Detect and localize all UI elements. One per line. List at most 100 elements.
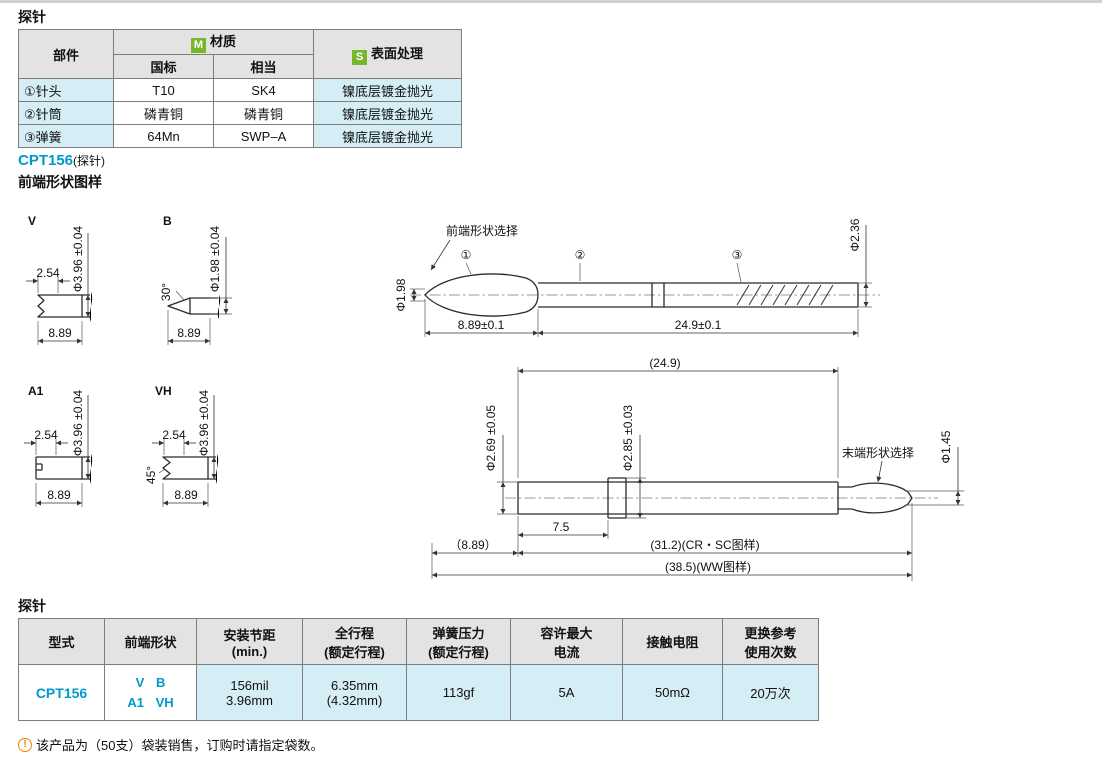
collar-offset-dim: 7.5 (553, 520, 570, 534)
part-equiv-material: SK4 (213, 78, 314, 102)
header-line: 弹簧压力 (432, 625, 485, 641)
tip-vh-label: VH (155, 384, 172, 398)
materials-col-material-label: 材质 (209, 34, 236, 49)
knurl-hatching (736, 284, 834, 306)
callout-2: ② (575, 248, 586, 262)
spec-contact-resistance-value: 50mΩ (622, 664, 723, 721)
tip-a1-dia-dim: Φ3.96 ±0.04 (71, 390, 85, 457)
end-dia-dim: Φ1.45 (939, 430, 953, 463)
spec-pitch-value: 156mil 3.96mm (196, 664, 303, 721)
front-shape-select-label: 前端形状选择 (446, 223, 518, 238)
header-line: 容许最大 (540, 625, 593, 641)
tip-shape-a1-drawing: A1 2.54 Φ3.96 ±0.04 8.89 (24, 384, 93, 507)
probe-tip-outline (424, 273, 539, 317)
spec-table: 型式 前端形状 安装节距(min.) 全行程(额定行程) 弹簧压力(额定行程) … (18, 618, 819, 721)
spec-col-spring-force: 弹簧压力 (额定行程) (406, 618, 511, 665)
part-gb-material: 64Mn (113, 124, 214, 148)
spec-col-max-current: 容许最大电流 (510, 618, 623, 665)
warning-icon: ! (18, 737, 32, 752)
probe-barrel-outline (538, 282, 859, 308)
footer-note-text: 该产品为（50支）袋装销售，订购时请指定袋数。 (36, 738, 324, 753)
end-shape-select-label: 末端形状选择 (842, 446, 914, 460)
part-surface-treatment: 镍底层镀金抛光 (313, 78, 462, 102)
spec-max-current-value: 5A (510, 664, 623, 721)
spec-tip-shapes-value: V B A1 VH (104, 664, 197, 721)
tip-a1-label: A1 (28, 384, 44, 398)
tip-v-dia-dim: Φ3.96 ±0.04 (71, 226, 85, 293)
tip-b-angle-dim: 30° (159, 283, 173, 301)
tip-shape-v-drawing: V 2.54 Φ3.96 ±0.04 8.89 (26, 214, 93, 345)
materials-col-equiv: 相当 (213, 54, 314, 79)
tip-shape-vh-drawing: VH 2.54 45° Φ3.96 ±0.04 8.89 (144, 384, 219, 507)
tip-vh-dia-dim: Φ3.96 ±0.04 (197, 390, 211, 457)
part-surface-treatment: 镍底层镀金抛光 (313, 101, 462, 125)
header-line: 电流 (553, 644, 580, 660)
spec-col-stroke: 全行程(额定行程) (302, 618, 407, 665)
materials-row-spring: ③弹簧 64Mn SWP–A 镍底层镀金抛光 (18, 124, 462, 148)
tip-v-pitch-dim: 2.54 (36, 266, 60, 280)
barrel-detail-drawing: (24.9) Φ2.69 ±0.05 Φ2.85 ±0.03 末端形状选择 Φ1… (431, 356, 964, 581)
callout-1: ① (461, 248, 472, 262)
materials-col-part: 部件 (18, 29, 114, 79)
header-line: (额定行程) (428, 644, 489, 660)
section-title-probe-bottom: 探针 (18, 598, 46, 614)
spec-cycles-value: 20万次 (722, 664, 819, 721)
technical-drawings: V 2.54 Φ3.96 ±0.04 8.89 B 30° (24, 214, 964, 581)
part-gb-material: 磷青铜 (113, 101, 214, 125)
tip-vh-pitch-dim: 2.54 (162, 428, 186, 442)
ww-length-dim: (38.5)(WW图样) (665, 559, 751, 574)
part-surface-treatment: 镍底层镀金抛光 (313, 124, 462, 148)
part-gb-material: T10 (113, 78, 214, 102)
tip-length-dim: 8.89±0.1 (458, 318, 505, 332)
model-code: CPT156 (18, 152, 74, 169)
materials-col-gb: 国标 (113, 54, 214, 79)
tip-vh-angle-dim: 45° (144, 466, 158, 484)
tip-dia-dim: Φ1.98 (394, 278, 408, 311)
body-length-dim: 24.9±0.1 (675, 318, 722, 332)
model-heading: CPT156(探针) (18, 152, 105, 170)
spec-model-value: CPT156 (18, 664, 105, 721)
tip-b-outline (167, 297, 218, 315)
pitch-line: 3.96mm (226, 692, 273, 708)
pitch-line: 156mil (230, 677, 269, 693)
page-top-rule (0, 0, 1102, 3)
barrel-dia-dim: Φ2.36 (848, 218, 862, 251)
tip-a1-length-dim: 8.89 (47, 488, 71, 502)
part-name: ①针头 (18, 78, 114, 102)
callout-3: ③ (732, 248, 743, 262)
header-line: 使用次数 (744, 644, 797, 660)
tip-v-length-dim: 8.89 (48, 326, 72, 340)
end-plunger-outline (838, 482, 913, 514)
tip-b-label: B (163, 214, 172, 228)
tip-b-dia-dim: Φ1.98 ±0.04 (208, 226, 222, 293)
tip-b-length-dim: 8.89 (177, 326, 201, 340)
spec-header-row: 型式 前端形状 安装节距(min.) 全行程(额定行程) 弹簧压力(额定行程) … (18, 618, 819, 665)
barrel-ref-length-dim: (24.9) (649, 356, 680, 370)
materials-row-needle: ①针头 T10 SK4 镍底层镀金抛光 (18, 78, 462, 102)
section-title-probe-top: 探针 (18, 9, 46, 25)
surface-s-icon: S (351, 50, 367, 65)
tip-shapes-line: A1 VH (127, 694, 174, 710)
part-equiv-material: SWP–A (213, 124, 314, 148)
header-line: 型式 (48, 635, 75, 650)
spec-col-model: 型式 (18, 618, 105, 665)
ref-889-dim: （8.89） (449, 538, 496, 552)
tip-vh-length-dim: 8.89 (174, 488, 198, 502)
part-equiv-material: 磷青铜 (213, 101, 314, 125)
cr-sc-length-dim: (31.2)(CR・SC图样) (650, 537, 759, 552)
materials-row-barrel: ②针筒 磷青铜 磷青铜 镍底层镀金抛光 (18, 101, 462, 125)
stroke-line: 6.35mm (331, 677, 378, 693)
spec-spring-force-value: 113gf (406, 664, 511, 721)
tip-a1-outline (35, 456, 90, 480)
materials-col-surface-label: 表面处理 (370, 46, 423, 61)
tip-a1-pitch-dim: 2.54 (34, 428, 58, 442)
barrel-dia1-dim: Φ2.69 ±0.05 (484, 405, 498, 472)
header-line: 更换参考 (744, 625, 797, 641)
probe-assembly-drawing: 前端形状选择 ① ② ③ Φ1.98 (394, 218, 880, 337)
spec-data-row: CPT156 V B A1 VH 156mil 3.96mm 6.35mm (4… (18, 664, 819, 721)
